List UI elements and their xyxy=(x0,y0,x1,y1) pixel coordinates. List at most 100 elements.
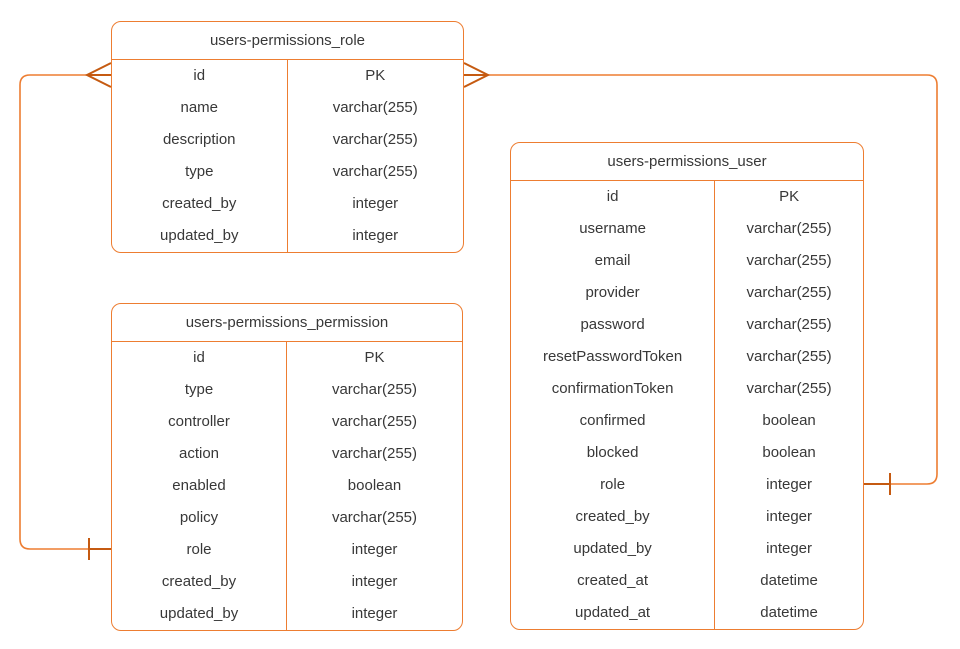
field-type: varchar(255) xyxy=(331,413,418,430)
field-type: varchar(255) xyxy=(332,163,418,180)
field-name: updated_by xyxy=(112,598,287,630)
field-row: email varchar(255) xyxy=(511,245,863,277)
field-row: id PK xyxy=(112,342,462,374)
field-name: created_by xyxy=(112,566,287,598)
field-row: created_by integer xyxy=(112,566,462,598)
field-name: action xyxy=(112,438,287,470)
field-name: type xyxy=(112,374,287,406)
field-type: varchar(255) xyxy=(331,509,418,526)
field-name: username xyxy=(511,213,716,245)
field-row: type varchar(255) xyxy=(112,156,463,188)
field-type: varchar(255) xyxy=(331,445,418,462)
field-name: updated_by xyxy=(112,220,288,252)
field-type: varchar(255) xyxy=(746,220,832,237)
field-name: name xyxy=(112,92,288,124)
field-name: policy xyxy=(112,502,287,534)
field-type: boolean xyxy=(762,412,816,429)
field-row: created_by integer xyxy=(112,188,463,220)
field-name: id xyxy=(511,181,716,213)
field-name: updated_by xyxy=(511,533,716,565)
field-row: password varchar(255) xyxy=(511,309,863,341)
field-name: role xyxy=(112,534,287,566)
field-name: password xyxy=(511,309,716,341)
edge-role-to-permission[interactable] xyxy=(19,74,89,550)
field-name: blocked xyxy=(511,437,716,469)
field-row: type varchar(255) xyxy=(112,374,462,406)
field-name: created_by xyxy=(112,188,288,220)
field-type: integer xyxy=(766,476,813,493)
field-type: PK xyxy=(365,67,386,84)
table-users-permissions-permission[interactable]: users-permissions_permission id PK type var… xyxy=(111,303,463,631)
table-title: users-permissions_role xyxy=(112,22,463,60)
field-name: enabled xyxy=(112,470,287,502)
field-row: controller varchar(255) xyxy=(112,406,462,438)
field-row: enabled boolean xyxy=(112,470,462,502)
field-type: varchar(255) xyxy=(746,284,832,301)
field-row: updated_at datetime xyxy=(511,597,863,629)
cardinality-one-tick-icon xyxy=(864,473,891,495)
field-type: integer xyxy=(351,541,398,558)
crows-foot-many-icon xyxy=(84,62,112,88)
field-type: varchar(255) xyxy=(332,99,418,116)
field-type: integer xyxy=(351,605,398,622)
field-type: PK xyxy=(364,349,385,366)
field-row: blocked boolean xyxy=(511,437,863,469)
field-row: updated_by integer xyxy=(511,533,863,565)
field-row: resetPasswordToken varchar(255) xyxy=(511,341,863,373)
field-name: created_by xyxy=(511,501,716,533)
cardinality-one-tick-icon xyxy=(88,538,111,560)
field-type: boolean xyxy=(347,477,402,494)
field-type: varchar(255) xyxy=(746,348,832,365)
field-row: name varchar(255) xyxy=(112,92,463,124)
table-rows-user: id PK username varchar(255) email varchar(255… xyxy=(511,181,863,629)
field-type: boolean xyxy=(762,444,816,461)
table-users-permissions-role[interactable]: users-permissions_role id PK name varchar(2… xyxy=(111,21,464,253)
field-row: provider varchar(255) xyxy=(511,277,863,309)
field-name: description xyxy=(112,124,288,156)
field-row: description varchar(255) xyxy=(112,124,463,156)
field-type: integer xyxy=(352,227,399,244)
field-type: integer xyxy=(351,573,398,590)
field-type: varchar(255) xyxy=(746,316,832,333)
field-type: varchar(255) xyxy=(746,380,832,397)
table-title: users-permissions_user xyxy=(511,143,863,181)
field-row: created_by integer xyxy=(511,501,863,533)
field-row: confirmed boolean xyxy=(511,405,863,437)
field-row: policy varchar(255) xyxy=(112,502,462,534)
field-type: varchar(255) xyxy=(331,381,418,398)
field-name: created_at xyxy=(511,565,716,597)
table-rows-role: id PK name varchar(255) description varchar(2… xyxy=(112,60,463,252)
field-name: id xyxy=(112,60,288,92)
field-type: integer xyxy=(766,540,813,557)
field-row: created_at datetime xyxy=(511,565,863,597)
field-name: controller xyxy=(112,406,287,438)
field-type: varchar(255) xyxy=(746,252,832,269)
field-name: confirmationToken xyxy=(511,373,716,405)
field-row: confirmationToken varchar(255) xyxy=(511,373,863,405)
crows-foot-many-icon xyxy=(463,62,491,88)
field-name: provider xyxy=(511,277,716,309)
table-title: users-permissions_permission xyxy=(112,304,462,342)
field-type: integer xyxy=(766,508,813,525)
edge-role-to-user[interactable] xyxy=(488,74,938,485)
field-row: updated_by integer xyxy=(112,598,462,630)
field-row: updated_by integer xyxy=(112,220,463,252)
field-name: email xyxy=(511,245,716,277)
field-row: role integer xyxy=(112,534,462,566)
field-row: id PK xyxy=(112,60,463,92)
field-name: updated_at xyxy=(511,597,716,629)
field-row: action varchar(255) xyxy=(112,438,462,470)
field-name: confirmed xyxy=(511,405,716,437)
field-name: id xyxy=(112,342,287,374)
field-type: datetime xyxy=(760,604,818,621)
field-type: integer xyxy=(352,195,399,212)
field-type: datetime xyxy=(760,572,818,589)
field-name: resetPasswordToken xyxy=(511,341,716,373)
field-type: varchar(255) xyxy=(332,131,418,148)
field-type: PK xyxy=(779,188,800,205)
table-users-permissions-user[interactable]: users-permissions_user id PK username varch… xyxy=(510,142,864,630)
field-name: type xyxy=(112,156,288,188)
field-row: id PK xyxy=(511,181,863,213)
